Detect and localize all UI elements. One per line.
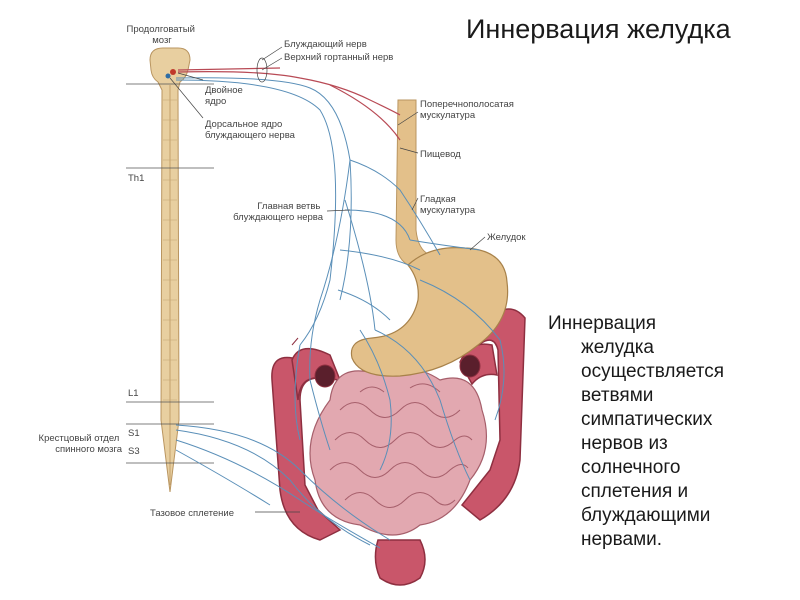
description-line: ветвями bbox=[581, 384, 788, 408]
label-medulla: Продолговатый мозг bbox=[126, 24, 197, 46]
description-line: симпатических bbox=[581, 408, 788, 432]
description-line: солнечного bbox=[581, 456, 788, 480]
label-l1: L1 bbox=[128, 388, 139, 399]
label-esophagus: Пищевод bbox=[420, 149, 461, 160]
label-nucleus-ambiguus: Двойное ядро bbox=[205, 85, 245, 107]
label-pelvic-plexus: Тазовое сплетение bbox=[150, 508, 234, 519]
label-sacral: Крестцовый отдел спинного мозга bbox=[39, 433, 123, 455]
nucleus-ambiguus-marker bbox=[170, 69, 176, 75]
description-line: блуждающими bbox=[581, 504, 788, 528]
page-title: Иннервация желудка bbox=[466, 14, 731, 45]
description-line: Иннервация bbox=[548, 312, 788, 336]
description-line: осуществляется bbox=[581, 360, 788, 384]
label-th1: Th1 bbox=[128, 173, 144, 184]
label-striated-muscle: Поперечнополосатая мускулатура bbox=[420, 99, 517, 121]
small-intestine bbox=[310, 369, 486, 535]
label-main-branch: Главная ветвь блуждающего нерва bbox=[233, 201, 324, 223]
label-s3: S3 bbox=[128, 446, 140, 457]
label-vagus-nerve: Блуждающий нерв bbox=[284, 39, 367, 50]
description-line: сплетения и bbox=[581, 480, 788, 504]
label-laryngeal-nerve: Верхний гортанный нерв bbox=[284, 52, 393, 63]
description-line: нервов из bbox=[581, 432, 788, 456]
label-smooth-muscle: Гладкая мускулатура bbox=[420, 194, 476, 216]
dorsal-nucleus-marker bbox=[166, 74, 171, 79]
description-line: желудка bbox=[581, 336, 788, 360]
label-stomach: Желудок bbox=[487, 232, 526, 243]
label-s1: S1 bbox=[128, 428, 140, 439]
description-line: нервами. bbox=[581, 528, 788, 552]
description-text: Иннервация желудка осуществляется ветвям… bbox=[548, 312, 788, 552]
rectum bbox=[375, 540, 425, 585]
label-dorsal-nucleus: Дорсальное ядро блуждающего нерва bbox=[205, 119, 296, 141]
